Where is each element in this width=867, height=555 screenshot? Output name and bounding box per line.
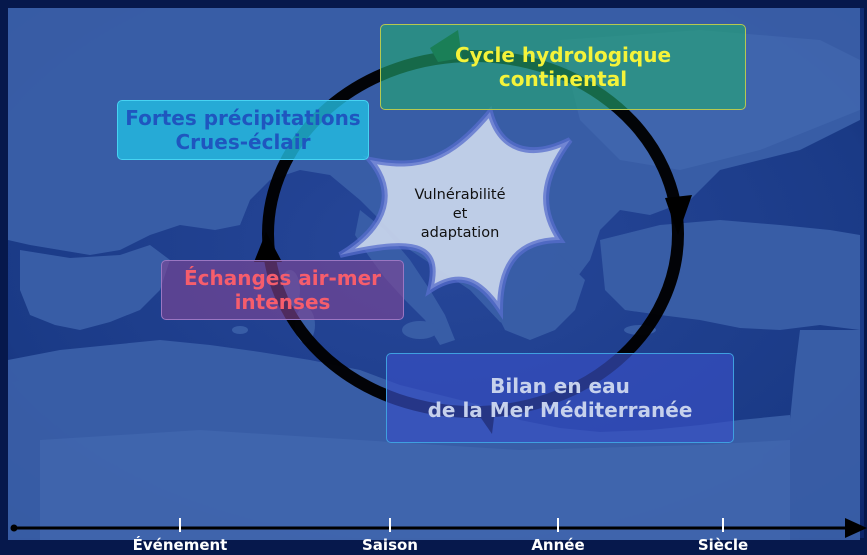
vulnerability-star xyxy=(338,105,573,320)
box-bilan-en-eau: Bilan en eau de la Mer Méditerranée xyxy=(386,353,734,443)
tick-label-evenement: Événement xyxy=(132,536,228,554)
center-line1: Vulnérabilité xyxy=(414,187,506,203)
arrowhead-left xyxy=(254,232,282,262)
tick-label-saison: Saison xyxy=(362,536,418,554)
box-bilan-line2: de la Mer Méditerranée xyxy=(427,398,693,422)
arrowhead-right xyxy=(665,195,692,235)
box-cycle-hydrologique: Cycle hydrologique continental xyxy=(380,24,746,110)
box-fortes-precipitations: Fortes précipitations Crues-éclair xyxy=(117,100,369,160)
box-echanges-line2: intenses xyxy=(234,290,331,314)
axis-origin-dot xyxy=(10,524,18,532)
center-line2: et xyxy=(452,205,468,222)
axis-arrowhead xyxy=(845,518,867,538)
tick-label-siecle: Siècle xyxy=(697,536,749,554)
center-line3: adaptation xyxy=(420,224,500,241)
time-axis xyxy=(10,518,867,538)
box-precip-line2: Crues-éclair xyxy=(175,130,311,154)
box-echanges-line1: Échanges air-mer xyxy=(183,265,382,290)
tick-label-annee: Année xyxy=(531,536,585,554)
box-echanges-air-mer: Échanges air-mer intenses xyxy=(161,260,404,320)
box-cycle-line1: Cycle hydrologique xyxy=(454,42,672,67)
center-label: Vulnérabilité et adaptation xyxy=(400,186,520,243)
box-precip-line1: Fortes précipitations xyxy=(125,105,361,130)
box-cycle-line2: continental xyxy=(498,67,628,91)
box-bilan-line1: Bilan en eau xyxy=(490,373,630,398)
